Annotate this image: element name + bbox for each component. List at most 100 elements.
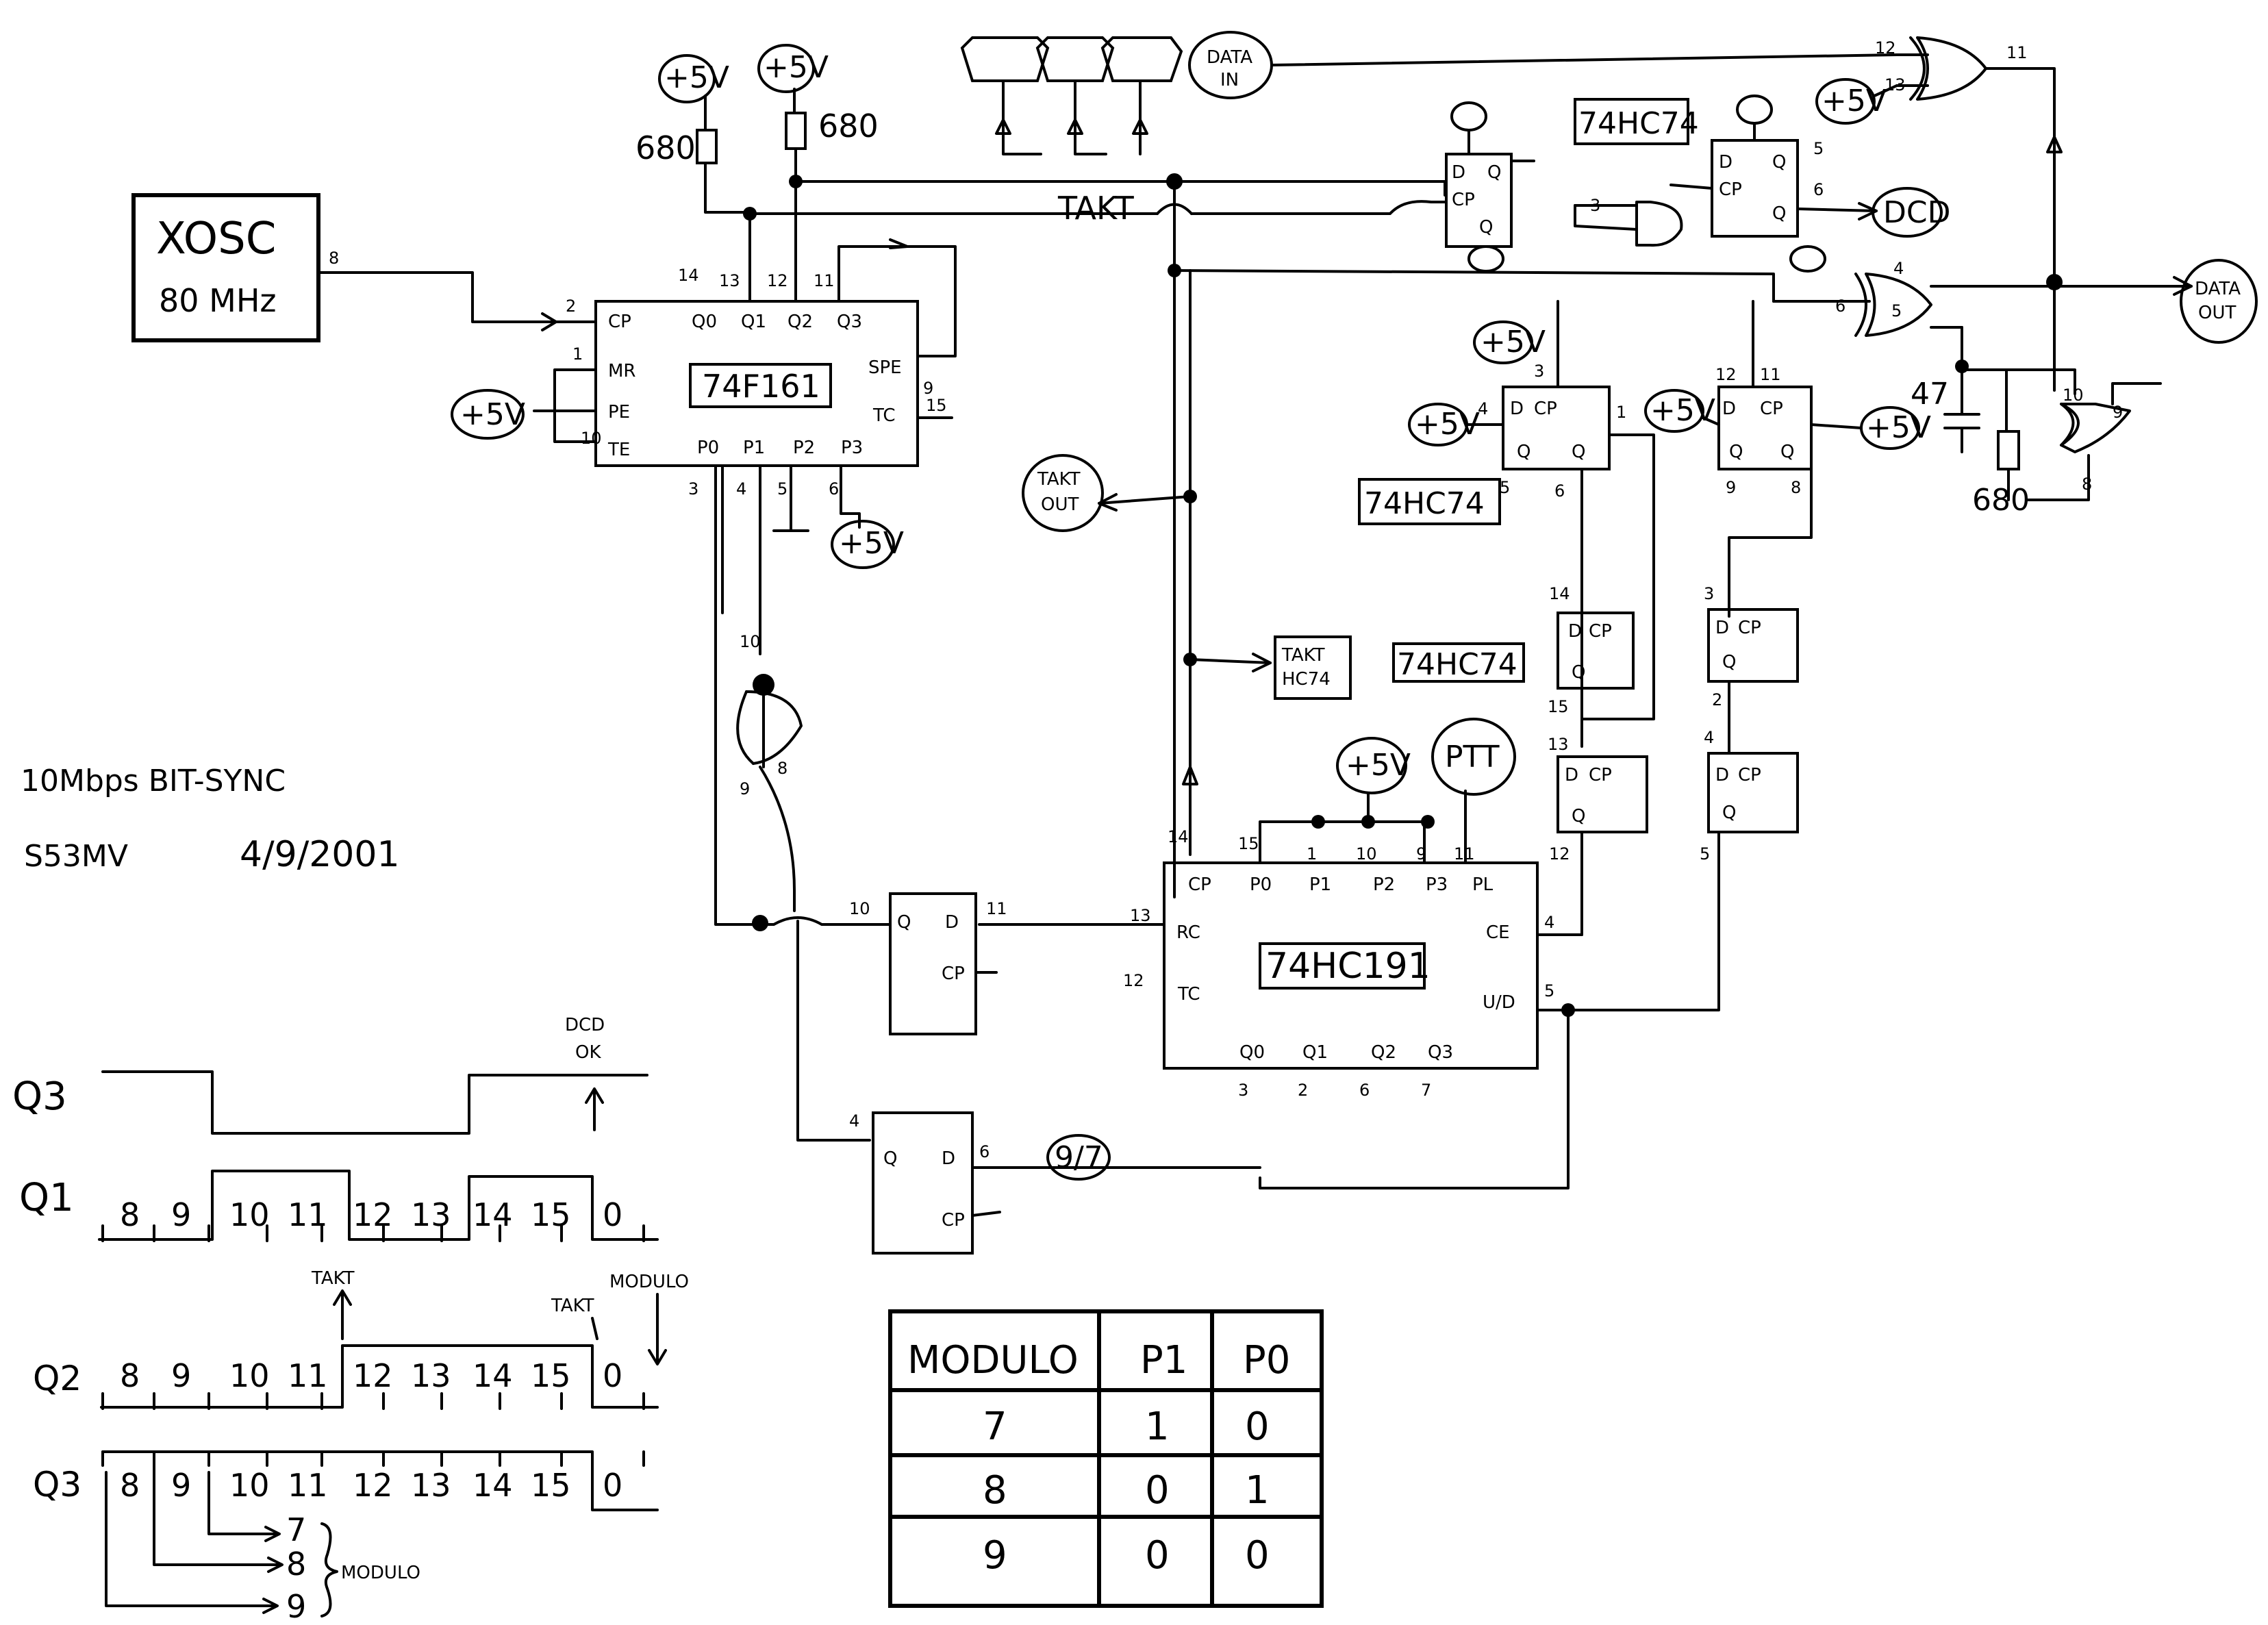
timing-count-label: 12 (353, 1196, 393, 1233)
table-r0-p0: 0 (1245, 1404, 1270, 1449)
hc74-left-text: 74HC74 (1364, 486, 1485, 521)
pin191-cp: CP (1188, 874, 1211, 895)
pin-q3-num: 11 (814, 271, 835, 290)
ffs-b-pin: 13 (1548, 735, 1569, 754)
spe-feedback-wire (837, 245, 957, 357)
takt-label: TAKT (1057, 190, 1135, 227)
ffs-c-pin-2: 2 (1712, 690, 1722, 709)
plus5v-left-label: +5V (460, 397, 525, 432)
ffs-a-pin: 14 (1549, 584, 1570, 603)
ff2-cp: CP (1719, 179, 1742, 200)
nine-seven-node: 9/7 (1046, 1134, 1111, 1181)
timing-count-label: 14 (473, 1196, 513, 1233)
cap-47-label: 47 (1911, 377, 1949, 412)
ff2-d: D (1719, 152, 1732, 173)
ffm1-d: D (1510, 399, 1524, 419)
xor-gate-mid: 6 4 5 (1772, 132, 2193, 392)
pin191-rc-num: 13 (1130, 906, 1151, 925)
pin191-q1-num: 2 (1298, 1081, 1308, 1100)
r680-c-label: 680 (1972, 483, 2030, 518)
r680-a-label: 680 (635, 129, 696, 166)
pin-tc-num: 15 (926, 396, 947, 415)
nine-seven-label: 9/7 (1055, 1140, 1103, 1175)
ffm2-q: Q (1729, 442, 1743, 462)
pin-q0-label: Q0 (692, 312, 717, 332)
gate-left-pin-10: 10 (740, 632, 761, 651)
ff1-cp: CP (1452, 190, 1475, 210)
takt-out-label-1: TAKT (1037, 469, 1081, 490)
timing-count-label: 8 (120, 1196, 140, 1233)
timing-count-label: 0 (603, 1467, 622, 1504)
pin191-ce-num: 4 (1544, 913, 1554, 932)
pin-q2-label: Q2 (788, 312, 813, 332)
xosc-block: XOSC 80 MHz 8 (131, 193, 557, 342)
timing-takt-bar: TAKT (551, 1296, 594, 1316)
ff-low-1: Q D CP 10 11 (849, 892, 1007, 1035)
timing-count-label: 13 (411, 1467, 451, 1504)
pin191-ud-num: 5 (1544, 981, 1554, 1000)
plus5v-left: +5V (451, 389, 525, 440)
ffm1-cp: CP (1534, 399, 1557, 419)
hc74-label-mid: 74HC74 (1392, 642, 1525, 683)
xor-top-in-a: 12 (1875, 38, 1896, 58)
timing-count-label: 13 (411, 1357, 451, 1394)
pin191-p2: P2 (1373, 874, 1395, 895)
ffs-d-pin: 4 (1704, 728, 1714, 747)
pin191-p3: P3 (1426, 874, 1448, 895)
timing-count-label: 15 (531, 1467, 571, 1504)
gate-top-mid: 3 (1574, 196, 1683, 247)
ffl1-pin-10: 10 (849, 899, 870, 918)
or-right-pin-10: 10 (2063, 386, 2084, 405)
data-out-label-1: DATA (2195, 279, 2241, 299)
plus5v-top-1-label: +5V (664, 60, 729, 95)
plus5v-ffm2-b: +5V (1866, 410, 1931, 445)
pin-p1-label: P1 (743, 438, 765, 458)
timing-dcd-ok-2: OK (575, 1042, 601, 1063)
xosc-pin: 8 (329, 249, 339, 268)
rc-network: 47 680 (1911, 326, 2076, 518)
ffm1-qn: Q (1572, 442, 1585, 462)
ffl1-d: D (945, 912, 959, 933)
timing-takt: TAKT (311, 1268, 355, 1289)
timing-count-label: 12 (353, 1357, 393, 1394)
pin-spe-label: SPE (868, 357, 902, 378)
or-gate-right: 10 9 8 (2026, 382, 2162, 501)
hc74-label-top: 74HC74 (1574, 98, 1699, 145)
data-in-label-2: IN (1220, 70, 1239, 90)
ffl1-pin-11: 11 (986, 899, 1007, 918)
ffs-c-cp: CP (1738, 618, 1761, 638)
timing-modulo-top: MODULO (609, 1272, 689, 1292)
plus5v-bottom: +5V (831, 520, 904, 569)
ffs-c-pin: 3 (1704, 584, 1714, 603)
ff-top-2: D Q CP Q 5 6 (1670, 95, 1878, 273)
table-header-p1: P1 (1140, 1338, 1187, 1383)
pin191-p1: P1 (1309, 874, 1331, 895)
note-date: 4/9/2001 (240, 834, 400, 875)
timing-count-label: 10 (229, 1357, 270, 1394)
pin-q3-label: Q3 (837, 312, 862, 332)
hc74-top-text: 74HC74 (1578, 106, 1699, 141)
ffs-b-q: Q (1572, 806, 1585, 827)
timing-q1-trace (98, 1170, 659, 1241)
pin-p3-num: 6 (829, 479, 839, 499)
timing-q1-label: Q1 (19, 1176, 74, 1220)
hc74-label-left: 74HC74 (1358, 478, 1501, 525)
pin-cp-num: 2 (566, 297, 576, 316)
ffm2-pin-8: 8 (1791, 478, 1801, 497)
plus5v-top-1: +5V (658, 54, 729, 131)
pin-p0-num: 3 (688, 479, 698, 499)
ff-low-2: Q D CP 4 6 (849, 1111, 1261, 1255)
ffm1-pin-3: 3 (1534, 362, 1544, 381)
timing-q3-label: Q3 (33, 1465, 81, 1504)
timing-q2-label: Q2 (33, 1359, 81, 1398)
xor-mid-pin-5: 5 (1891, 301, 1902, 320)
timing-count-label: 14 (473, 1467, 513, 1504)
nand-pin-3: 3 (1590, 196, 1600, 215)
table-header-modulo: MODULO (907, 1338, 1079, 1383)
gate-left-pin-9: 9 (740, 779, 750, 798)
gate-left-pin-8: 8 (777, 759, 788, 778)
